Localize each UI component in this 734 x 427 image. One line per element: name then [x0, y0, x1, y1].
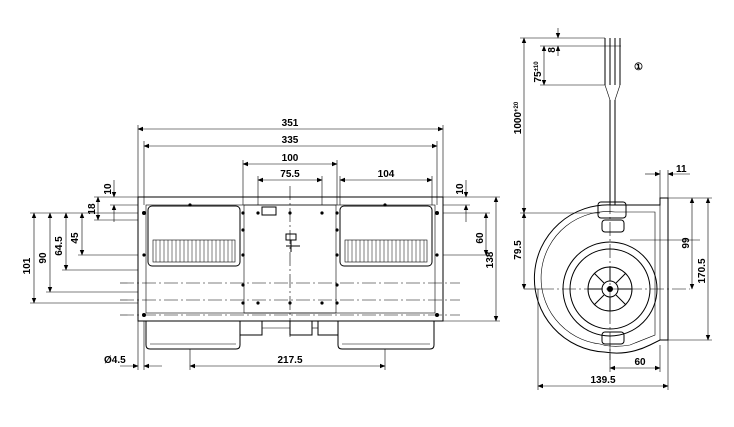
dim-height-170-5: 170.5 [697, 258, 708, 283]
dim-hole-diameter: Ø4.5 [104, 355, 126, 366]
dim-18: 18 [87, 203, 98, 215]
dim-cable-length: 1000+20 [513, 101, 524, 134]
dim-wire-strip: 75±10 [533, 61, 544, 83]
note-marker: ① [634, 62, 643, 73]
dim-bottom-span: 217.5 [277, 355, 302, 366]
blower-housing [533, 197, 669, 354]
side-dimension-labels: 8 75±10 1000+20 79.5 ① 11 99 170.5 60 13… [513, 47, 708, 386]
dim-height-138: 138 [485, 251, 496, 268]
dim-height-64-5: 64.5 [54, 236, 65, 256]
dim-depth-60: 60 [634, 357, 646, 368]
right-fan-housing [337, 205, 435, 350]
cable-wires [604, 38, 621, 205]
dim-mount-width: 335 [282, 135, 299, 146]
side-view: 8 75±10 1000+20 79.5 ① 11 99 170.5 60 13… [513, 28, 712, 390]
dim-height-45: 45 [70, 232, 81, 244]
right-fan-blades [347, 240, 425, 262]
dim-center-inner: 75.5 [280, 169, 300, 180]
dim-height-99: 99 [681, 237, 692, 249]
dim-height-79-5: 79.5 [513, 240, 524, 260]
dim-top-offset-right: 10 [455, 183, 466, 195]
dim-wire-end: 8 [547, 47, 558, 53]
dim-top-offset-left: 10 [103, 183, 114, 195]
front-view: 351 335 100 75.5 104 101 90 64.5 45 18 1… [22, 118, 500, 370]
front-extension-lines [30, 125, 500, 370]
housing-outline [145, 204, 436, 314]
dim-depth-139-5: 139.5 [590, 375, 615, 386]
dim-height-60: 60 [475, 232, 486, 244]
dim-center-width: 100 [282, 153, 299, 164]
motor-center [239, 204, 339, 336]
dim-flange: 11 [676, 164, 687, 175]
side-centerlines [540, 200, 690, 360]
dim-overall-width: 351 [282, 118, 299, 129]
left-fan-blades [155, 240, 233, 262]
front-dimension-lines [31, 126, 499, 369]
side-extension-lines [520, 37, 712, 390]
front-dimension-labels: 351 335 100 75.5 104 101 90 64.5 45 18 1… [22, 118, 496, 366]
left-fan-housing [145, 205, 241, 350]
dim-height-101: 101 [22, 257, 33, 274]
side-dimension-lines [521, 28, 711, 389]
dim-fan-width: 104 [378, 169, 395, 180]
front-centerlines [120, 186, 460, 340]
dim-height-90: 90 [38, 252, 49, 264]
